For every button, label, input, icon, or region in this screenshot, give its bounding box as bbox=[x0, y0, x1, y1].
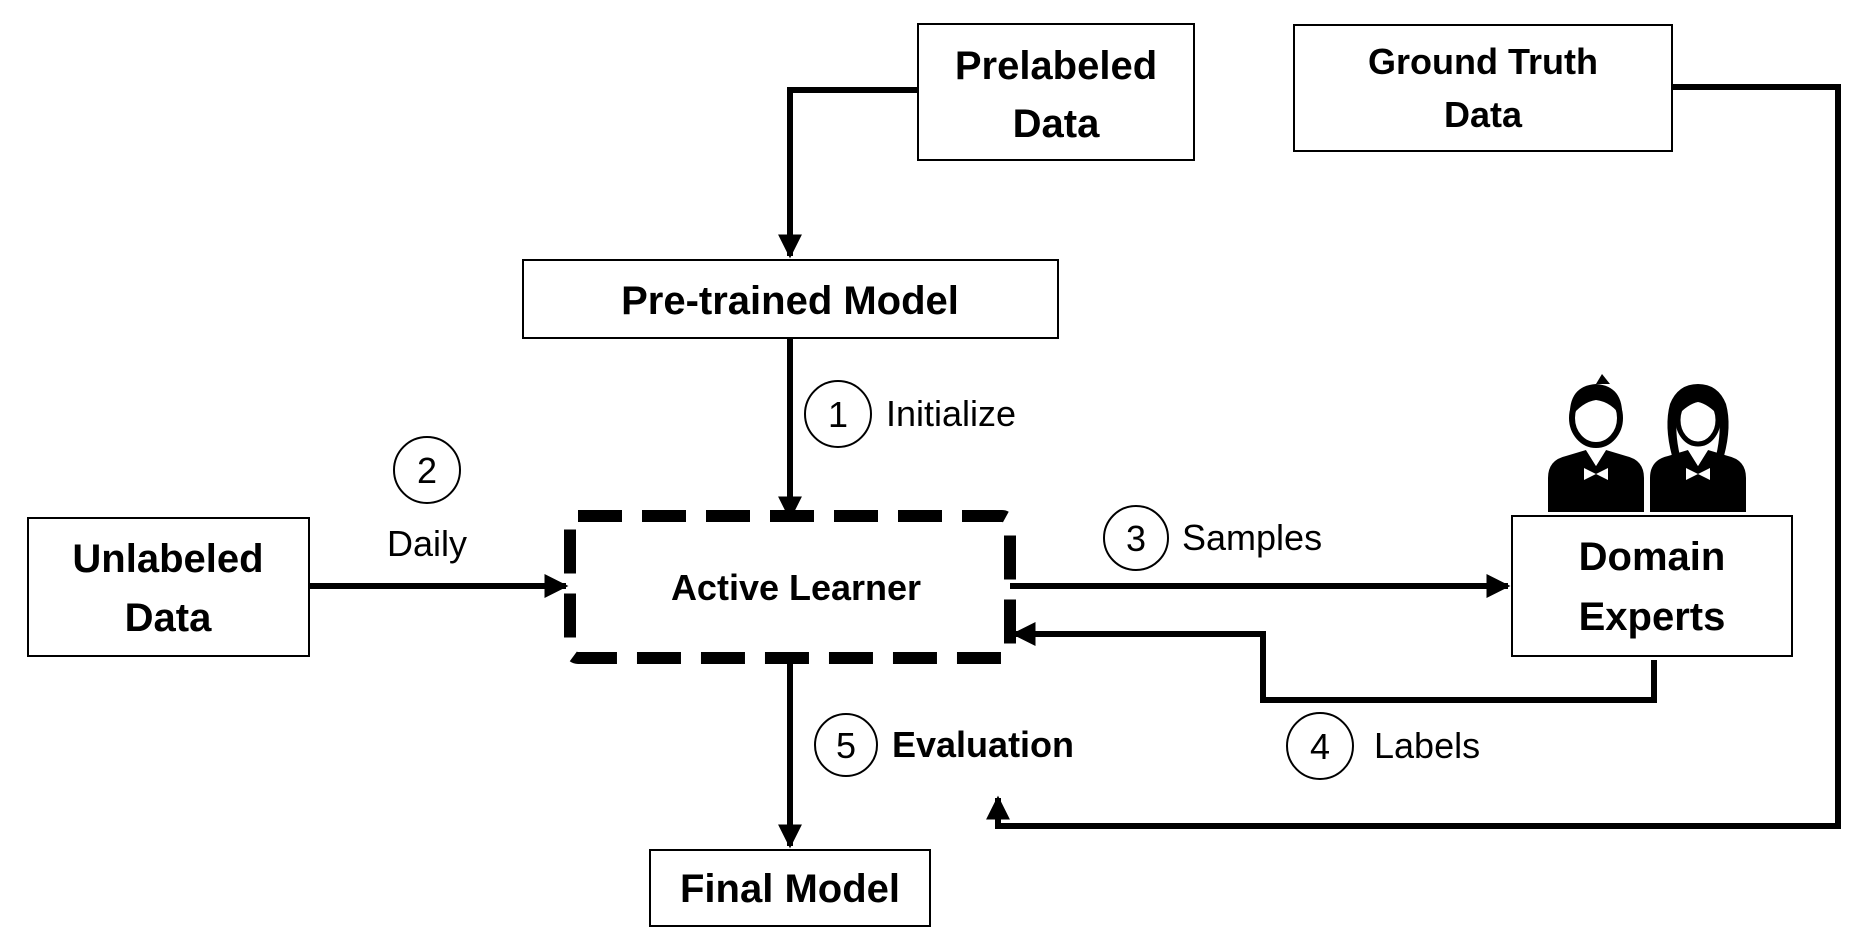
step-2-label: Daily bbox=[387, 523, 467, 564]
step-1-circle bbox=[804, 380, 872, 448]
female-person-icon bbox=[1650, 384, 1746, 512]
step-3-circle bbox=[1103, 505, 1169, 571]
male-person-icon bbox=[1548, 374, 1644, 512]
domain-experts-label-line1: Domain bbox=[1579, 535, 1726, 579]
pretrained-model-label: Pre-trained Model bbox=[621, 279, 959, 323]
step-4-number: 4 bbox=[1310, 726, 1330, 767]
step-5-number: 5 bbox=[836, 725, 856, 766]
prelabeled-data-box bbox=[917, 23, 1195, 161]
prelabeled-data-label-line2: Data bbox=[1013, 102, 1100, 146]
active-learner-box bbox=[564, 510, 1016, 664]
edge-ground-truth-to-evaluation bbox=[986, 84, 1841, 829]
step-3-marker: 3 Samples bbox=[1103, 505, 1322, 571]
step-1-number: 1 bbox=[828, 394, 848, 435]
step-5-circle bbox=[814, 713, 878, 777]
step-3-number: 3 bbox=[1126, 518, 1146, 559]
step-1-marker: 1 Initialize bbox=[804, 380, 1016, 448]
unlabeled-data-label-line1: Unlabeled bbox=[72, 537, 263, 581]
unlabeled-data-box bbox=[27, 517, 310, 657]
edge-domain-experts-to-active-learner bbox=[1011, 622, 1657, 703]
ground-truth-data-label-line1: Ground Truth bbox=[1368, 41, 1598, 82]
step-5-label: Evaluation bbox=[892, 724, 1074, 765]
step-4-label: Labels bbox=[1374, 725, 1480, 766]
step-5-marker: 5 Evaluation bbox=[814, 713, 1074, 777]
step-4-circle bbox=[1286, 712, 1354, 780]
final-model-box bbox=[649, 849, 931, 927]
step-2-number: 2 bbox=[417, 450, 437, 491]
unlabeled-data-label-line2: Data bbox=[125, 596, 212, 640]
domain-experts-label-line2: Experts bbox=[1579, 595, 1726, 639]
ground-truth-data-label-line2: Data bbox=[1444, 94, 1523, 135]
ground-truth-data-box bbox=[1293, 24, 1673, 152]
pretrained-model-box bbox=[522, 259, 1059, 339]
prelabeled-data-label-line1: Prelabeled bbox=[955, 44, 1157, 88]
step-4-marker: 4 Labels bbox=[1286, 712, 1480, 780]
step-2-marker: 2 Daily bbox=[387, 436, 467, 564]
domain-experts-box bbox=[1511, 515, 1793, 657]
active-learner-label: Active Learner bbox=[671, 567, 921, 608]
step-2-circle bbox=[393, 436, 461, 504]
step-1-label: Initialize bbox=[886, 393, 1016, 434]
edge-prelabeled-to-pretrained bbox=[778, 87, 918, 259]
step-3-label: Samples bbox=[1182, 517, 1322, 558]
final-model-label: Final Model bbox=[680, 867, 900, 911]
